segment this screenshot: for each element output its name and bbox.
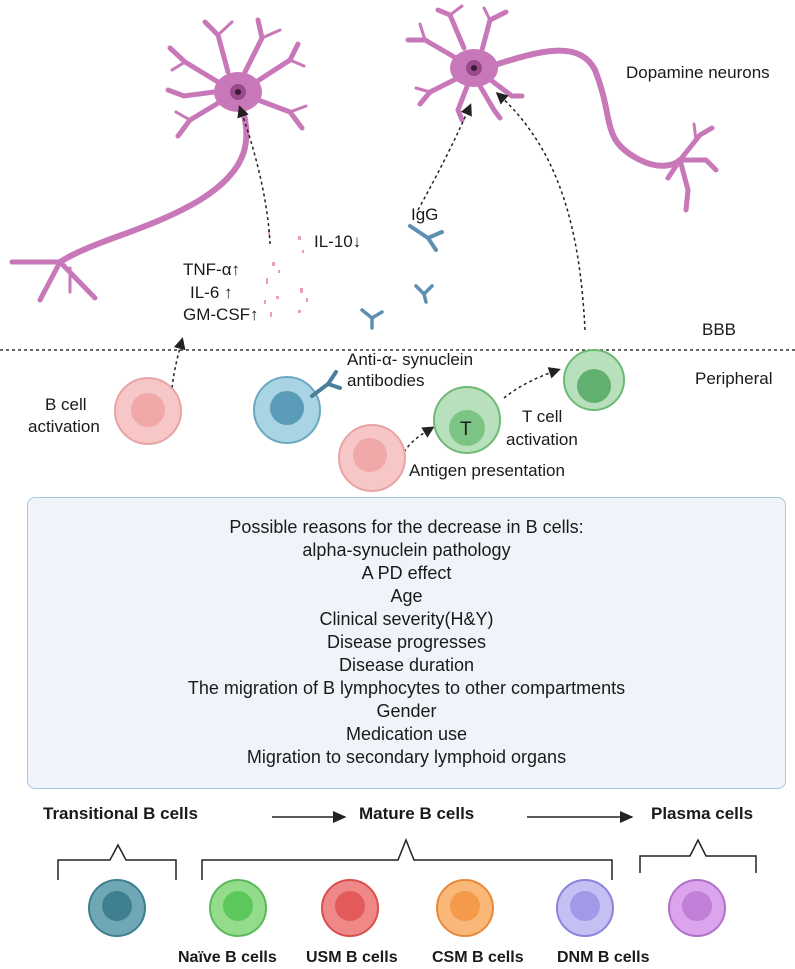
- igg-antibody-3: [360, 308, 384, 330]
- arrow-bcell-activation: [171, 337, 186, 389]
- arrow-cytokines-to-neuron: [237, 105, 271, 245]
- igg-label: IgG: [411, 205, 439, 224]
- t-cell-activation-line1: T cell: [522, 407, 563, 426]
- peripheral-label: Peripheral: [695, 369, 773, 388]
- reason-item: Clinical severity(H&Y): [319, 609, 494, 629]
- b-cell-activated: [114, 377, 182, 445]
- brace-plasma: [639, 838, 757, 873]
- tnf-alpha-label: TNF-α↑: [183, 260, 241, 279]
- transitional-b-cell: [88, 879, 146, 937]
- reason-item: A PD effect: [361, 563, 452, 583]
- bbb-label: BBB: [702, 320, 737, 339]
- t-cell-activated: [563, 349, 625, 411]
- b-cell-activation-line2: activation: [28, 417, 100, 436]
- igg-antibody-1: [408, 224, 444, 252]
- reason-item: Disease duration: [338, 655, 475, 675]
- naive-b-cells-label: Naïve B cells: [178, 949, 277, 966]
- usm-b-cells-label: USM B cells: [306, 949, 398, 966]
- il10-label: IL-10↓: [314, 232, 362, 251]
- t-cell-activation-line2: activation: [506, 430, 578, 449]
- cytokine-particles: [264, 230, 308, 317]
- reason-item: alpha-synuclein pathology: [302, 540, 511, 560]
- dopamine-neurons-label: Dopamine neurons: [626, 63, 770, 82]
- csm-b-cell: [436, 879, 494, 937]
- igg-antibody-2: [414, 284, 434, 304]
- arrow-tcell-to-neuron: [495, 91, 586, 331]
- reason-item: Gender: [376, 701, 437, 721]
- brace-mature: [201, 837, 613, 880]
- arrow-igg-to-neuron: [417, 103, 472, 211]
- b-cell-antibody: [253, 370, 342, 444]
- naive-b-cell: [209, 879, 267, 937]
- reason-item: The migration of B lymphocytes to other …: [187, 678, 626, 698]
- brace-transitional: [57, 843, 177, 880]
- dopamine-neuron-right: [405, 4, 719, 213]
- transitional-b-cells-label: Transitional B cells: [43, 804, 198, 823]
- reason-item: Age: [390, 586, 423, 606]
- reasons-list: Possible reasons for the decrease in B c…: [28, 516, 785, 769]
- dnm-b-cells-label: DNM B cells: [557, 949, 650, 966]
- usm-b-cell: [321, 879, 379, 937]
- antibodies-label-line2: antibodies: [347, 371, 425, 390]
- arrow-antigen-presentation: [403, 426, 435, 453]
- antigen-presenting-cell: [338, 424, 406, 492]
- csm-b-cells-label: CSM B cells: [432, 949, 524, 966]
- antibodies-label-line1: Anti-α- synuclein: [347, 350, 474, 369]
- il6-label: IL-6 ↑: [190, 283, 233, 302]
- reason-item: Medication use: [345, 724, 468, 744]
- reasons-title: Possible reasons for the decrease in B c…: [229, 517, 584, 537]
- arrow-tcell-activation: [503, 367, 561, 399]
- b-cell-activation-line1: B cell: [45, 395, 87, 414]
- plasma-cells-label: Plasma cells: [651, 804, 754, 823]
- reasons-box: Possible reasons for the decrease in B c…: [27, 497, 786, 789]
- gmcsf-label: GM-CSF↑: [183, 305, 259, 324]
- mature-b-cells-label: Mature B cells: [359, 804, 475, 823]
- reason-item: Migration to secondary lymphoid organs: [246, 747, 567, 767]
- plasma-cell: [668, 879, 726, 937]
- dopamine-neuron-left: [9, 17, 308, 303]
- antigen-presentation-label: Antigen presentation: [409, 461, 565, 480]
- dnm-b-cell: [556, 879, 614, 937]
- reason-item: Disease progresses: [326, 632, 487, 652]
- t-cell: [433, 386, 501, 454]
- t-cell-letter: T: [460, 419, 472, 440]
